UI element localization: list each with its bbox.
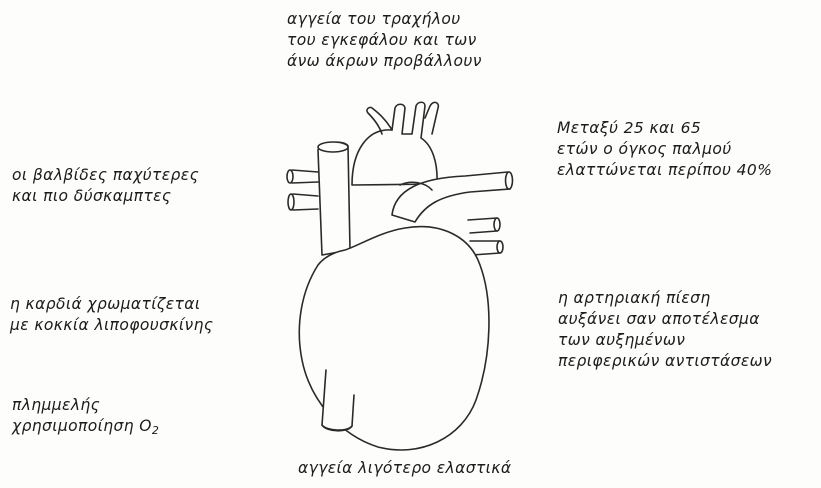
aortic-arch [352,102,437,185]
right-lower-vessel-end [497,241,503,253]
vessel-branch [425,102,438,134]
left-upper-vessel-end [287,170,293,183]
left-lower-vessel [293,194,318,210]
vena-cava-top [318,142,348,152]
superior-vena-cava [318,142,350,255]
right-upper-vessel-end [494,218,500,231]
right-upper-vessel [468,218,497,233]
left-upper-vessel [292,170,318,183]
left-lower-vessel-end [288,194,294,210]
pulmonary-artery-end [506,172,513,189]
